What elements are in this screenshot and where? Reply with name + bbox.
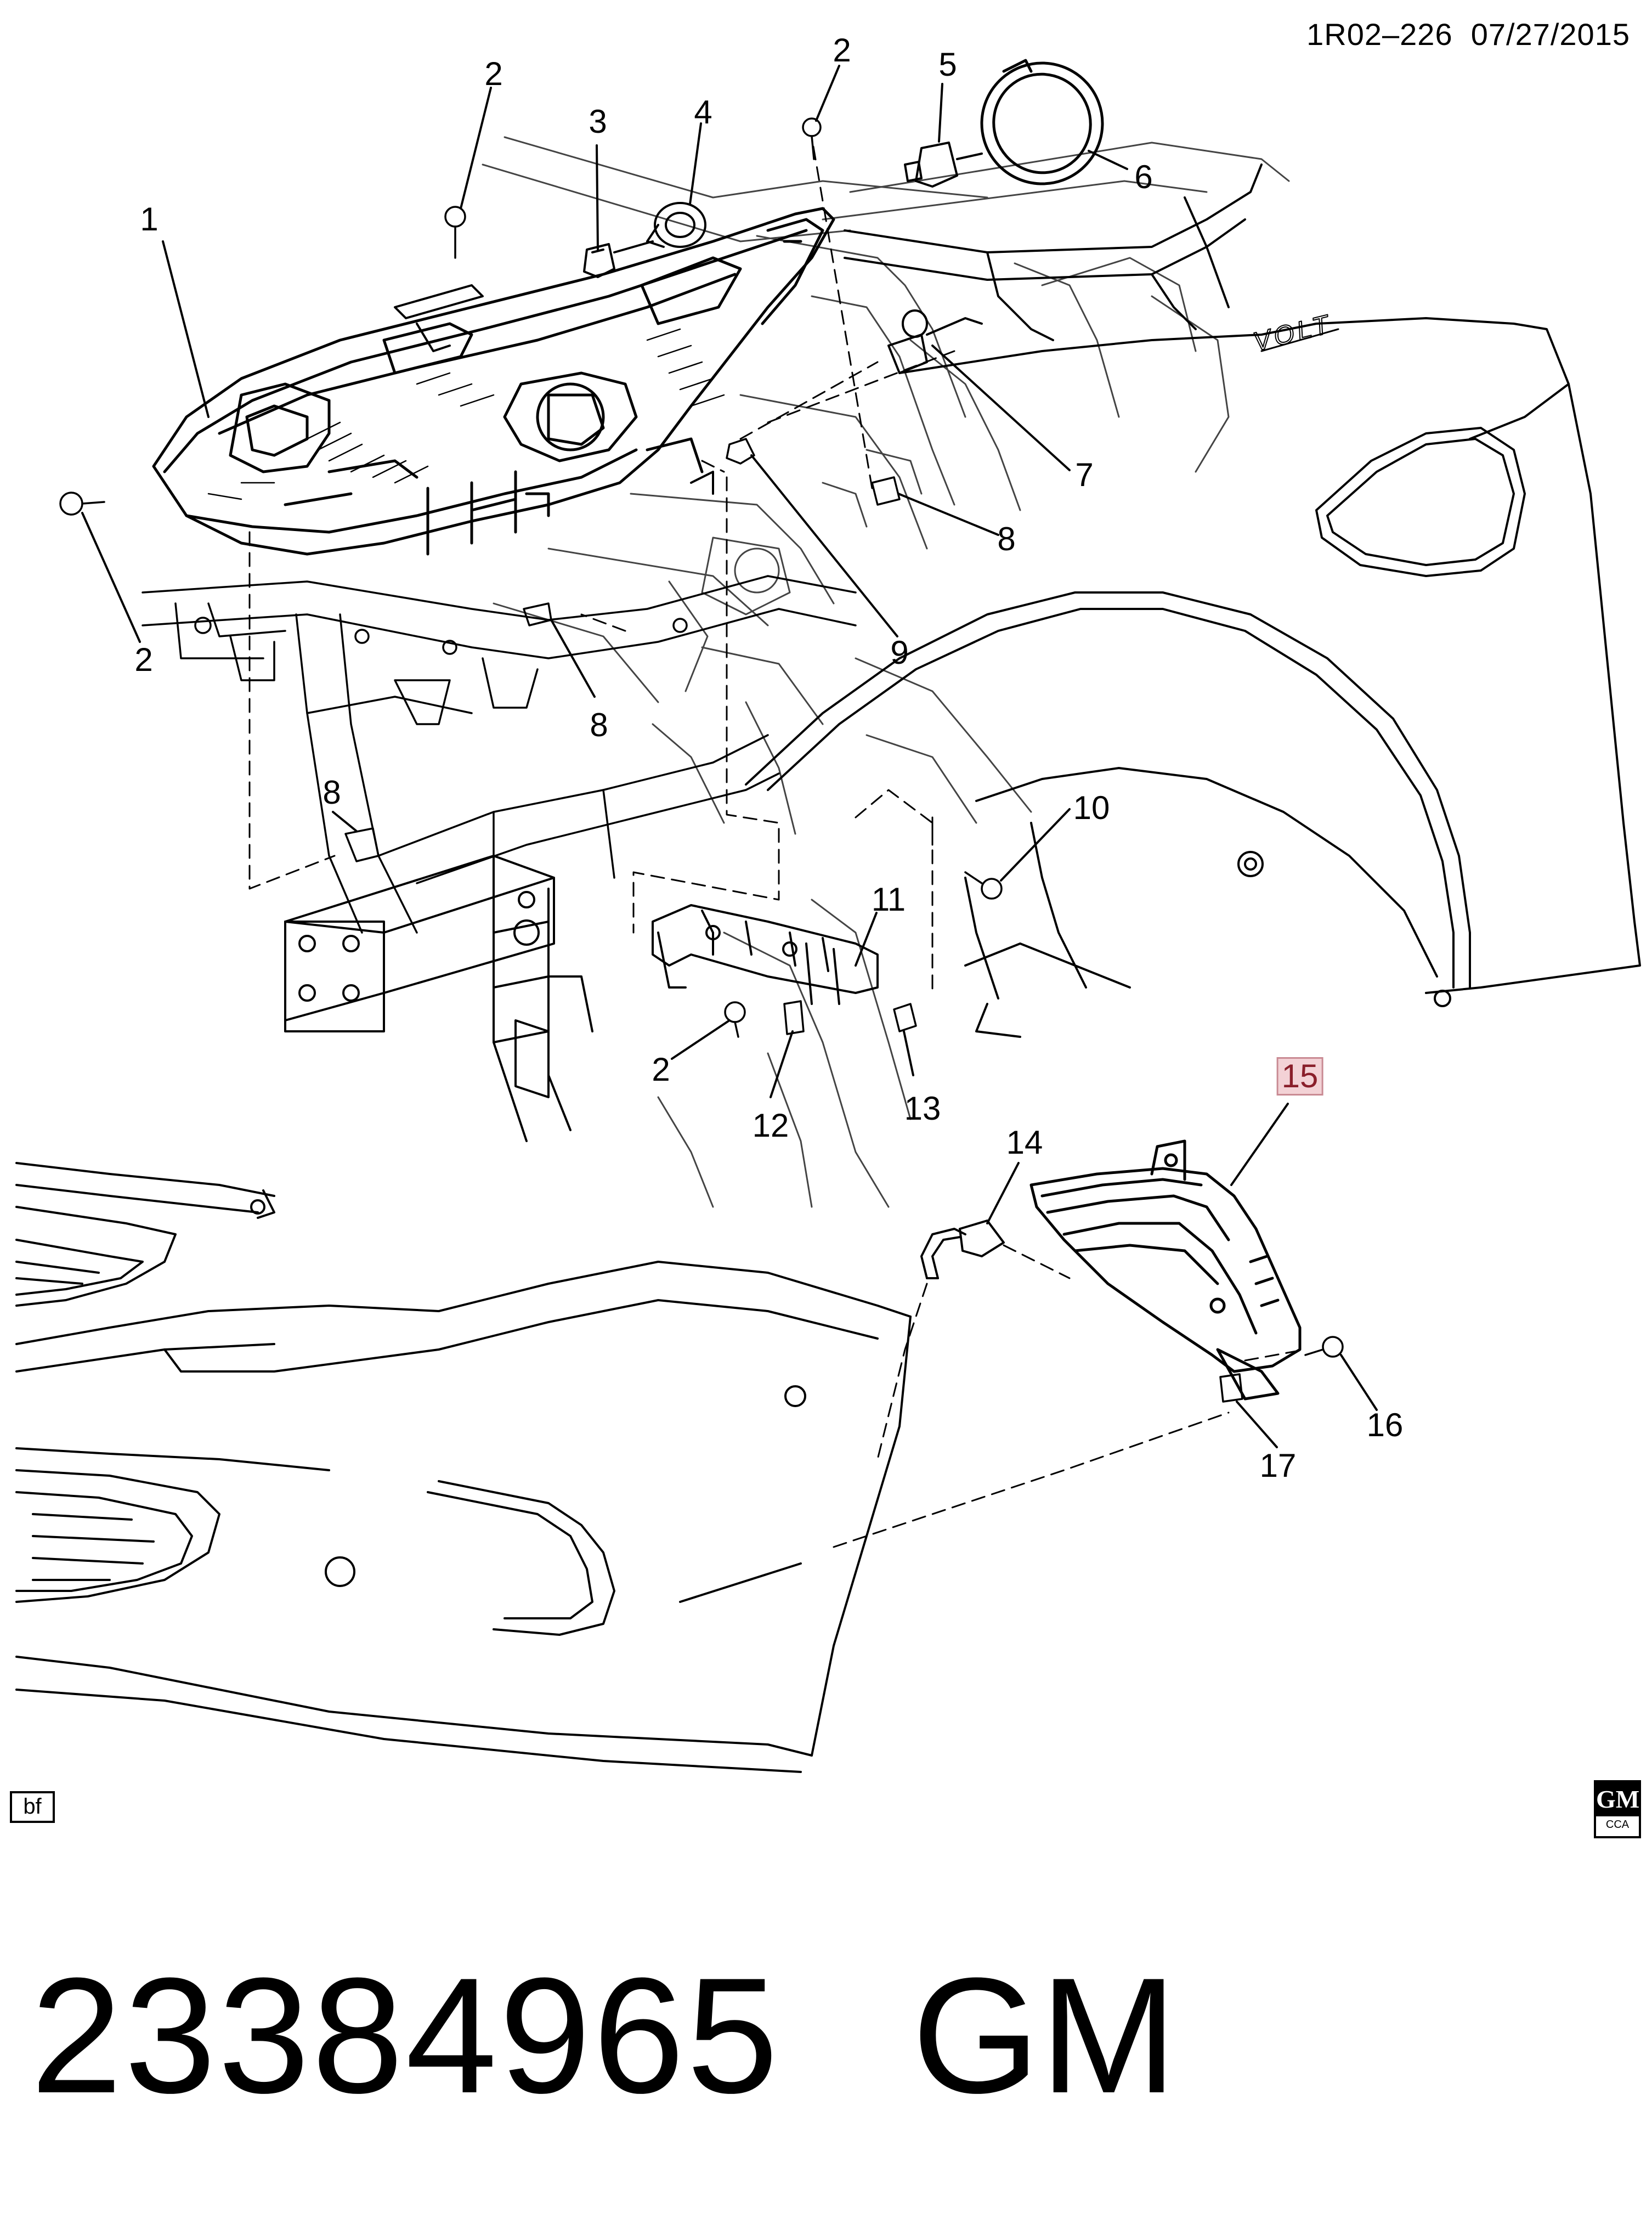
diagram-date: 07/27/2015 bbox=[1470, 17, 1630, 52]
callout-3[interactable]: 3 bbox=[589, 103, 607, 140]
manufacturer: GM bbox=[912, 1943, 1178, 2127]
callout-7[interactable]: 7 bbox=[1075, 456, 1094, 493]
callout-8-clip-right[interactable]: 8 bbox=[997, 521, 1016, 557]
headlamp-bracket-part-11 bbox=[652, 904, 879, 1005]
callout-15-highlighted[interactable]: 15 bbox=[1276, 1057, 1323, 1096]
gm-logo: GM CCA bbox=[1594, 1780, 1641, 1838]
callout-16[interactable]: 16 bbox=[1366, 1407, 1404, 1443]
gm-logo-top: GM bbox=[1596, 1782, 1639, 1816]
callout-5[interactable]: 5 bbox=[938, 46, 957, 83]
bulb-part-3 bbox=[583, 243, 615, 278]
callout-4[interactable]: 4 bbox=[694, 94, 712, 131]
headlamp-mount-tabs bbox=[394, 284, 714, 495]
fog-lamp-connector bbox=[920, 1220, 1005, 1279]
callout-13[interactable]: 13 bbox=[904, 1090, 941, 1127]
gm-logo-bottom: CCA bbox=[1605, 1819, 1630, 1831]
assembly-lines bbox=[248, 136, 1306, 1548]
callout-8-clip-left[interactable]: 8 bbox=[323, 774, 341, 811]
callout-2-bolt-top[interactable]: 2 bbox=[484, 55, 503, 92]
headlamp-hatching bbox=[207, 328, 725, 500]
bulb-cover-part-6 bbox=[980, 59, 1104, 185]
callout-2-bolt-top-right[interactable]: 2 bbox=[833, 32, 851, 69]
socket-part-4 bbox=[613, 202, 706, 253]
callout-8-clip-mid[interactable]: 8 bbox=[590, 707, 608, 743]
front-fascia bbox=[15, 1162, 912, 1773]
callout-1[interactable]: 1 bbox=[140, 201, 159, 238]
fender bbox=[745, 163, 1641, 1038]
callout-2-bolt-bottom[interactable]: 2 bbox=[652, 1051, 670, 1088]
callout-11[interactable]: 11 bbox=[871, 881, 906, 918]
callout-12[interactable]: 12 bbox=[752, 1107, 789, 1144]
callout-14[interactable]: 14 bbox=[1006, 1124, 1043, 1161]
callout-17[interactable]: 17 bbox=[1259, 1447, 1297, 1484]
fender-badge: VOLT bbox=[1251, 309, 1335, 357]
callout-6[interactable]: 6 bbox=[1134, 159, 1153, 195]
callout-2-bolt-left[interactable]: 2 bbox=[134, 641, 153, 678]
leader-lines bbox=[81, 65, 1378, 1448]
headlamp-assembly bbox=[152, 207, 835, 556]
bulb-part-5 bbox=[904, 142, 983, 188]
fog-lamp-assembly bbox=[1029, 1139, 1302, 1401]
callout-9[interactable]: 9 bbox=[890, 634, 909, 671]
bumper-beam bbox=[284, 855, 593, 1142]
corner-tag: bf bbox=[10, 1791, 55, 1823]
diagram-header: 1R02–226 07/27/2015 bbox=[1306, 16, 1630, 52]
callout-10[interactable]: 10 bbox=[1073, 789, 1110, 826]
diagram-code: 1R02–226 bbox=[1306, 17, 1453, 52]
part-number: 23384965 bbox=[31, 1943, 780, 2127]
